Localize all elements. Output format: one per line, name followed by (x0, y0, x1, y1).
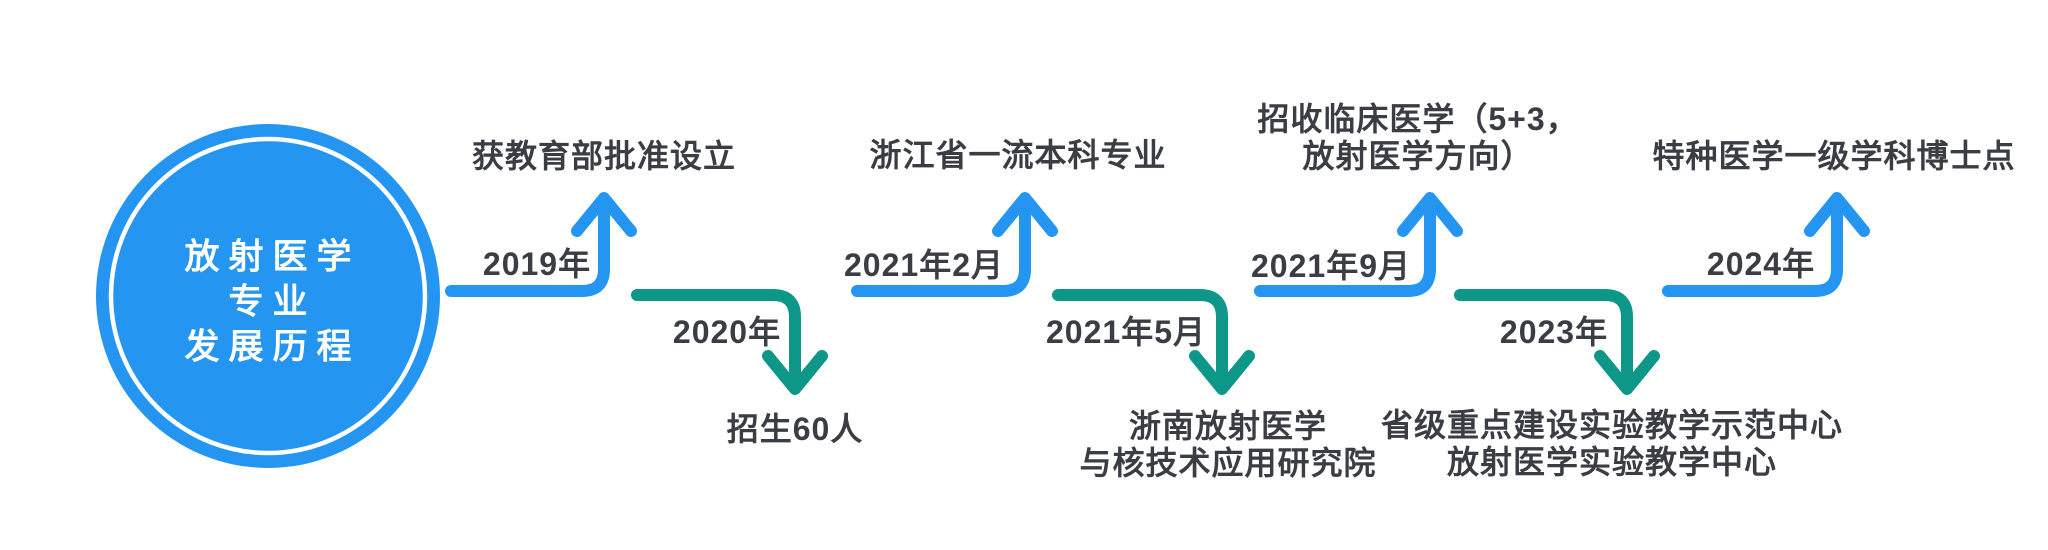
connector-2021-02 (851, 198, 1031, 297)
event-label-2021-05-line1: 浙南放射医学 (1128, 408, 1328, 444)
title-circle-ring (108, 136, 428, 456)
event-label-2021-09: 招收临床医学（5+3， 放射医学方向） (1257, 101, 1578, 175)
arrow-up-icon-2021-09 (1397, 192, 1463, 237)
event-label-2021-02: 浙江省一流本科专业 (869, 137, 1167, 173)
event-label-2023: 省级重点建设实验教学示范中心 放射医学实验教学中心 (1381, 407, 1843, 481)
connector-2020 (631, 289, 801, 388)
year-label-2021-02: 2021年2月 (844, 247, 1004, 283)
year-label-2020: 2020年 (672, 314, 782, 350)
year-label-2023: 2023年 (1499, 314, 1609, 350)
event-label-2021-09-line1: 招收临床医学（5+3， (1257, 101, 1579, 137)
year-label-2019: 2019年 (482, 246, 592, 282)
connector-2023 (1454, 289, 1633, 388)
title-circle-text: 放射医学 专业 发展历程 (175, 235, 360, 370)
arrow-down-icon-2021-05 (1189, 350, 1255, 395)
arrow-up-icon-2021-02 (992, 192, 1058, 237)
event-label-2020: 招生60人 (726, 411, 864, 447)
event-label-2024: 特种医学一级学科博士点 (1652, 138, 2016, 174)
connector-2019 (445, 198, 610, 297)
year-label-2021-09: 2021年9月 (1251, 248, 1411, 284)
event-label-2019: 获教育部批准设立 (471, 138, 737, 174)
title-circle-line1: 放射医学 (184, 237, 361, 277)
title-circle (96, 124, 440, 468)
event-label-2021-05-line2: 与核技术应用研究院 (1079, 445, 1377, 481)
title-circle-line2: 专业 (228, 282, 317, 322)
event-label-2021-09-line2: 放射医学方向） (1302, 138, 1534, 174)
arrow-up-icon-2019 (571, 192, 637, 237)
arrow-down-icon-2020 (762, 350, 828, 395)
year-label-2024: 2024年 (1706, 246, 1816, 282)
event-label-2021-05: 浙南放射医学 与核技术应用研究院 (1079, 408, 1376, 482)
arrow-down-icon-2023 (1594, 350, 1660, 395)
title-circle-line3: 发展历程 (184, 327, 361, 367)
arrow-up-icon-2024 (1804, 192, 1870, 237)
event-label-2023-line1: 省级重点建设实验教学示范中心 (1380, 407, 1844, 443)
connector-2021-05 (1052, 289, 1228, 388)
connector-2024 (1662, 198, 1843, 297)
connector-2021-09 (1254, 198, 1436, 297)
event-label-2023-line2: 放射医学实验教学中心 (1446, 444, 1778, 480)
year-label-2021-05: 2021年5月 (1046, 314, 1206, 350)
